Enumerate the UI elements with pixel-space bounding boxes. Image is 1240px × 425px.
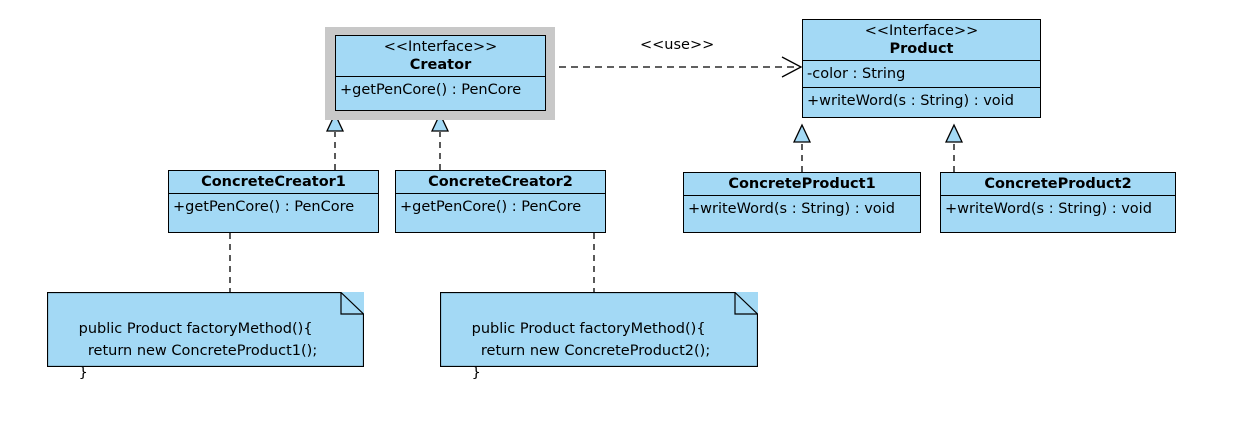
concrete-product1-operation: +writeWord(s : String) : void: [688, 201, 895, 217]
concrete-creator2-class[interactable]: ConcreteCreator2 +getPenCore() : PenCore: [395, 170, 606, 233]
creator-name: Creator: [409, 57, 472, 73]
concrete-creator2-operation: +getPenCore() : PenCore: [400, 199, 582, 215]
product-operation: +writeWord(s : String) : void: [807, 93, 1014, 109]
creator-operations: +getPenCore() : PenCore: [336, 76, 545, 103]
use-dependency-label: <<use>>: [640, 37, 715, 53]
creator-stereotype: <<Interface>>: [383, 39, 498, 55]
note2-line: public Product factoryMethod(){: [471, 321, 706, 337]
concrete-product2-name: ConcreteProduct2: [984, 176, 1132, 192]
concrete-product1-header: ConcreteProduct1: [684, 173, 920, 195]
creator-operation: +getPenCore() : PenCore: [340, 82, 522, 98]
note2-line: }: [471, 365, 481, 381]
product-attributes: -color : String: [803, 60, 1040, 87]
note1-line: public Product factoryMethod(){: [78, 321, 313, 337]
concrete-product2-operation: +writeWord(s : String) : void: [945, 201, 1152, 217]
concrete-product1-operations: +writeWord(s : String) : void: [684, 195, 920, 222]
product-interface-class[interactable]: <<Interface>> Product -color : String +w…: [802, 19, 1041, 118]
concrete-product2-header: ConcreteProduct2: [941, 173, 1175, 195]
concrete-product1-name: ConcreteProduct1: [728, 176, 876, 192]
concrete-creator1-operation: +getPenCore() : PenCore: [173, 199, 355, 215]
note1-line: return new ConcreteProduct1();: [78, 343, 318, 359]
note2[interactable]: public Product factoryMethod(){ return n…: [440, 292, 758, 381]
concrete-creator1-name: ConcreteCreator1: [201, 174, 346, 190]
concrete-creator1-operations: +getPenCore() : PenCore: [169, 193, 378, 220]
product-stereotype: <<Interface>>: [864, 23, 979, 39]
concrete-product2-class[interactable]: ConcreteProduct2 +writeWord(s : String) …: [940, 172, 1176, 233]
concrete-creator2-operations: +getPenCore() : PenCore: [396, 193, 605, 220]
realization-arrowhead-creator1: [325, 112, 345, 132]
concrete-creator1-header: ConcreteCreator1: [169, 171, 378, 193]
product-operations: +writeWord(s : String) : void: [803, 87, 1040, 114]
realization-arrowhead-product1: [792, 123, 812, 143]
realization-arrowhead-creator2: [430, 112, 450, 132]
note1-text: public Product factoryMethod(){ return n…: [51, 296, 318, 406]
product-name: Product: [889, 41, 954, 57]
use-dependency-arrowhead: [781, 56, 803, 78]
note2-text: public Product factoryMethod(){ return n…: [444, 296, 711, 406]
concrete-product1-class[interactable]: ConcreteProduct1 +writeWord(s : String) …: [683, 172, 921, 233]
note1-line: }: [78, 365, 88, 381]
product-header: <<Interface>> Product: [803, 20, 1040, 60]
realization-arrowhead-product2: [944, 123, 964, 143]
creator-header: <<Interface>> Creator: [336, 36, 545, 76]
note1[interactable]: public Product factoryMethod(){ return n…: [47, 292, 364, 381]
concrete-creator2-name: ConcreteCreator2: [428, 174, 573, 190]
product-attribute: -color : String: [807, 66, 906, 82]
concrete-creator2-header: ConcreteCreator2: [396, 171, 605, 193]
concrete-creator1-class[interactable]: ConcreteCreator1 +getPenCore() : PenCore: [168, 170, 379, 233]
creator-interface-class[interactable]: <<Interface>> Creator +getPenCore() : Pe…: [335, 35, 546, 111]
note2-shape: [440, 292, 758, 367]
concrete-product2-operations: +writeWord(s : String) : void: [941, 195, 1175, 222]
note2-line: return new ConcreteProduct2();: [471, 343, 711, 359]
note1-shape: [47, 292, 364, 367]
